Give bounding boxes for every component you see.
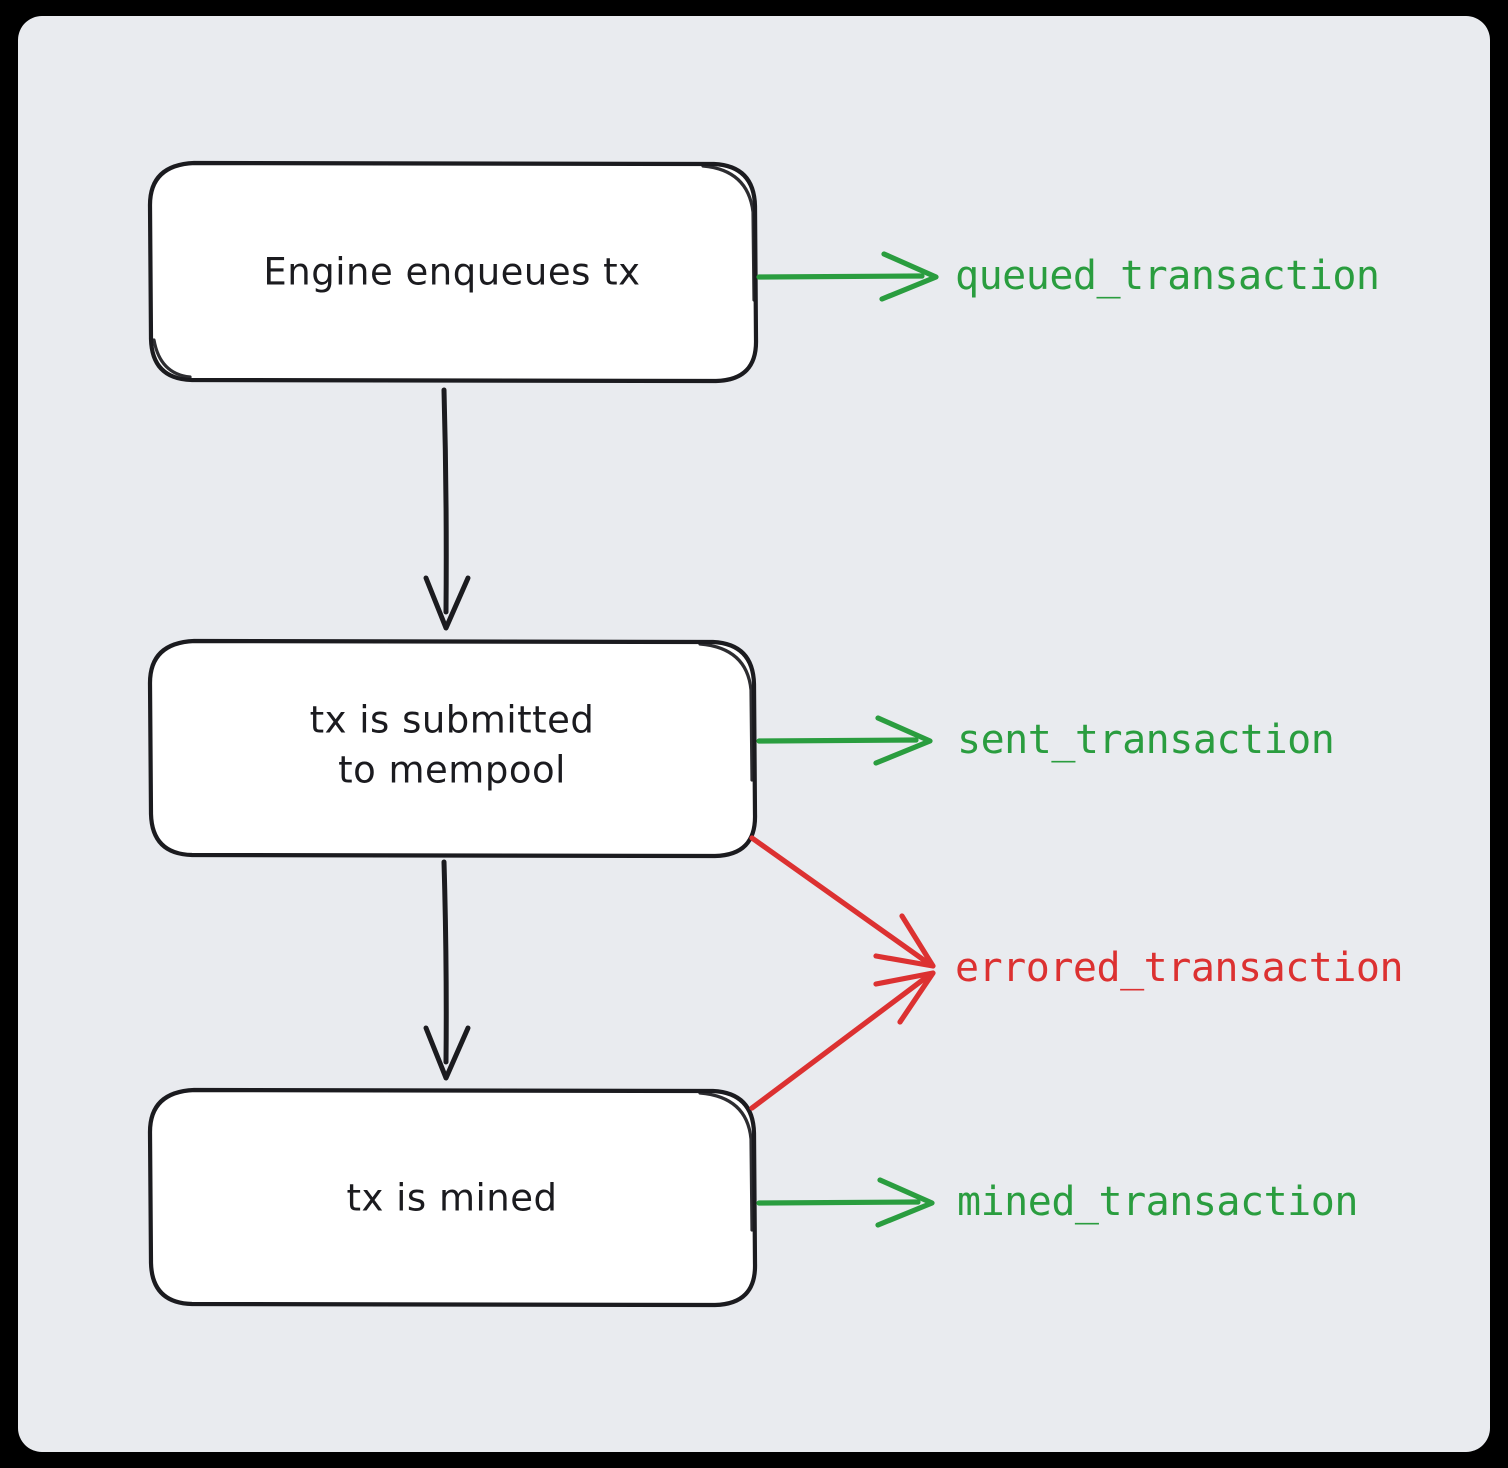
event-edge-line — [756, 737, 919, 744]
node-mined-label: tx is mined — [346, 1177, 557, 1220]
event-arrowhead — [873, 715, 933, 766]
flow-arrowhead-down — [423, 575, 471, 631]
node-submit-shape — [147, 638, 758, 859]
flow-edge-line — [441, 387, 449, 615]
event-edge-line — [749, 973, 931, 1111]
event-label-sent: sent_transaction — [957, 717, 1334, 763]
event-edge-errored-from-submit — [749, 835, 936, 969]
event-edge-queued — [756, 251, 939, 302]
event-arrowhead — [873, 970, 936, 1025]
event-label-errored: errored_transaction — [955, 945, 1403, 991]
event-edge-sent — [756, 715, 933, 766]
flow-arrowhead-down — [423, 1025, 471, 1081]
event-arrowhead — [879, 251, 939, 302]
node-mined[interactable]: tx is mined — [147, 1087, 758, 1308]
event-arrowhead — [873, 913, 936, 969]
event-edge-errored-from-mined — [749, 970, 936, 1111]
node-submit[interactable]: tx is submitted to mempool — [147, 638, 758, 859]
node-mined-shape — [147, 1087, 758, 1308]
event-label-mined: mined_transaction — [957, 1179, 1358, 1225]
node-enqueue[interactable]: Engine enqueues tx — [147, 160, 759, 384]
node-enqueue-shape — [147, 160, 759, 384]
flow-edge-submit-to-mined — [423, 859, 471, 1081]
node-submit-label-line2: to mempool — [338, 749, 566, 792]
event-arrowhead — [875, 1177, 935, 1228]
node-enqueue-label: Engine enqueues tx — [263, 251, 640, 294]
node-enqueue-sketch-stroke — [701, 164, 756, 302]
flow-edge-enqueue-to-submit — [423, 387, 471, 631]
node-mined-sketch-stroke — [698, 1091, 754, 1232]
node-submit-label-line1: tx is submitted — [310, 699, 595, 742]
event-label-queued: queued_transaction — [955, 253, 1379, 299]
flow-edge-line — [441, 859, 449, 1065]
event-edge-line — [749, 835, 931, 966]
event-edge-line — [756, 1199, 921, 1206]
event-edge-mined — [756, 1177, 935, 1228]
event-edge-line — [756, 273, 925, 280]
node-submit-sketch-stroke — [698, 642, 754, 782]
node-enqueue-sketch-stroke-2 — [152, 338, 192, 379]
